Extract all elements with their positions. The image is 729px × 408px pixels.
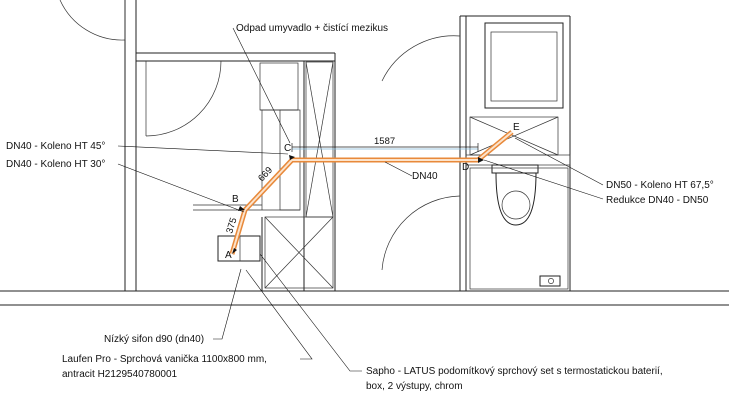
label-odpad: Odpad umyvadlo + čistící mezikus: [236, 23, 388, 34]
label-sapho-line2: box, 2 výstupy, chrom: [366, 381, 463, 392]
label-sapho-line1: Sapho - LATUS podomítkový sprchový set s…: [366, 366, 663, 377]
label-koleno-45: DN40 - Koleno HT 45°: [6, 141, 105, 152]
point-a: A: [225, 250, 232, 261]
arrow-c: [289, 155, 295, 160]
drain-pipe: [229, 130, 514, 255]
point-d: D: [462, 162, 469, 173]
label-laufen-line2: antracit H2129540780001: [62, 369, 178, 380]
arrow-d: [478, 157, 484, 163]
point-c: C: [284, 143, 291, 154]
label-koleno-30: DN40 - Koleno HT 30°: [6, 159, 105, 170]
arrow-b: [238, 206, 245, 211]
pipe-core: [231, 131, 513, 255]
dim-1587: 1587: [374, 136, 395, 147]
walls: [0, 0, 729, 306]
left-room-fixtures: [193, 61, 334, 291]
label-redukce: Redukce DN40 - DN50: [606, 195, 709, 206]
dim-375: 375: [224, 216, 239, 234]
point-b: B: [232, 194, 239, 205]
arrow-a: [232, 248, 237, 254]
right-room-fixtures: [465, 22, 571, 290]
leader-lines: [117, 27, 604, 372]
point-e: E: [513, 122, 520, 133]
label-koleno-67: DN50 - Koleno HT 67,5°: [606, 180, 714, 191]
label-dn40: DN40: [412, 171, 438, 182]
label-sifon: Nízký sifon d90 (dn40): [104, 334, 204, 345]
door-swings: [59, 0, 461, 271]
label-laufen-line1: Laufen Pro - Sprchová vanička 1100x800 m…: [62, 354, 267, 365]
